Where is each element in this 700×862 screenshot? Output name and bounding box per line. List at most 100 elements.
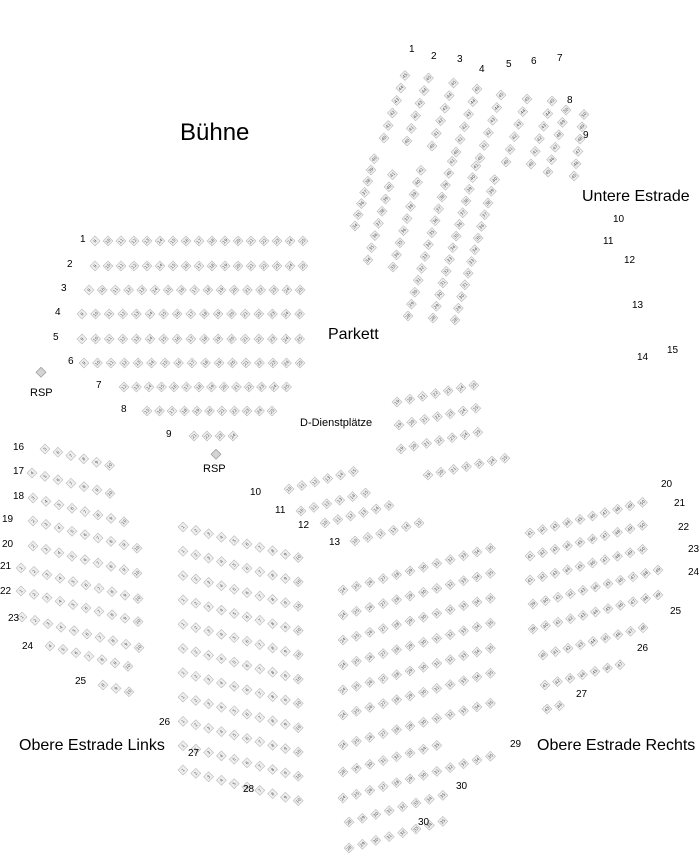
seat[interactable]: 33 <box>458 650 469 662</box>
seat[interactable]: 21 <box>242 284 253 296</box>
seat[interactable]: 32 <box>444 554 456 565</box>
seat[interactable]: 4 <box>40 496 52 507</box>
seat[interactable]: 7 <box>254 663 266 675</box>
seat[interactable]: 33 <box>458 575 469 587</box>
seat[interactable]: 39 <box>463 183 475 195</box>
seat[interactable]: 4 <box>26 467 38 479</box>
seat[interactable]: 41 <box>539 679 551 691</box>
seat[interactable]: 5 <box>228 705 240 717</box>
seat[interactable]: 15 <box>162 284 174 296</box>
seat[interactable]: 10 <box>292 625 304 636</box>
seat[interactable]: 24 <box>284 235 296 247</box>
seat[interactable]: 3 <box>203 528 214 540</box>
seat[interactable]: 43 <box>463 108 474 120</box>
seat[interactable]: 50 <box>637 544 648 555</box>
seat[interactable]: 1 <box>177 545 189 557</box>
seat[interactable]: 21 <box>419 414 430 425</box>
seat[interactable]: 24 <box>337 684 349 696</box>
seat[interactable]: 33 <box>458 675 469 687</box>
seat[interactable]: 45 <box>574 561 586 572</box>
seat[interactable]: 12 <box>309 476 321 488</box>
seat[interactable]: 12 <box>128 235 140 247</box>
seat[interactable]: 49 <box>624 547 636 559</box>
seat[interactable]: 20 <box>218 381 230 393</box>
seat[interactable]: 22 <box>430 388 441 399</box>
seat[interactable]: 46 <box>587 533 598 545</box>
seat[interactable]: 10 <box>292 552 304 563</box>
seat[interactable]: 30 <box>456 291 467 302</box>
seat[interactable]: 48 <box>553 129 565 141</box>
seat[interactable]: 42 <box>552 676 563 687</box>
seat[interactable]: 47 <box>599 554 611 565</box>
seat[interactable]: 28 <box>337 766 349 778</box>
seat[interactable]: 43 <box>513 118 524 130</box>
seat[interactable]: 19 <box>206 381 217 393</box>
seat[interactable]: 31 <box>431 583 443 594</box>
seat[interactable]: 30 <box>418 561 429 573</box>
seat[interactable]: 14 <box>335 469 346 481</box>
seat[interactable]: 4 <box>216 629 227 640</box>
seat[interactable]: 7 <box>254 785 266 796</box>
seat[interactable]: 47 <box>625 625 636 637</box>
seat[interactable]: 6 <box>241 757 253 769</box>
seat[interactable]: 37 <box>373 218 384 229</box>
seat[interactable]: 10 <box>132 593 144 604</box>
seat[interactable]: 12 <box>128 260 140 272</box>
seat[interactable]: 25 <box>351 580 362 592</box>
seat[interactable]: 8 <box>106 586 118 598</box>
seat[interactable]: 26 <box>364 732 376 743</box>
seat[interactable]: 26 <box>364 577 376 588</box>
seat[interactable]: 45 <box>602 603 614 614</box>
seat[interactable]: 41 <box>430 128 442 139</box>
seat[interactable]: 12 <box>117 308 129 320</box>
seat[interactable]: 3 <box>203 577 214 588</box>
seat[interactable]: 32 <box>444 709 456 720</box>
seat[interactable]: 6 <box>241 538 253 550</box>
seat[interactable]: 21 <box>239 308 251 320</box>
seat[interactable]: 6 <box>241 708 253 720</box>
seat[interactable]: 15 <box>360 487 371 499</box>
seat[interactable]: 22 <box>258 260 270 272</box>
seat[interactable]: 9 <box>280 791 291 803</box>
seat[interactable]: 11 <box>308 502 320 513</box>
seat[interactable]: 23 <box>442 385 454 397</box>
seat[interactable]: 42 <box>537 571 548 582</box>
seat[interactable]: 11 <box>105 357 117 369</box>
seat[interactable]: 32 <box>416 263 427 274</box>
seat[interactable]: 9 <box>78 357 90 369</box>
seat[interactable]: 14 <box>154 235 166 247</box>
seat[interactable]: 45 <box>495 89 507 101</box>
seat[interactable]: 4 <box>216 701 227 713</box>
seat[interactable]: 36 <box>476 221 487 232</box>
seat[interactable]: 7 <box>92 532 104 544</box>
seat[interactable]: 35 <box>426 227 438 239</box>
seat[interactable]: 45 <box>471 83 483 95</box>
seat[interactable]: 24 <box>268 381 280 393</box>
seat[interactable]: 43 <box>549 543 561 555</box>
seat[interactable]: 25 <box>351 705 362 717</box>
seat[interactable]: 8 <box>267 642 278 654</box>
seat[interactable]: 27 <box>377 673 389 684</box>
seat[interactable]: 35 <box>394 237 406 249</box>
seat[interactable]: 6 <box>81 628 93 640</box>
seat[interactable]: 18 <box>200 357 211 369</box>
seat[interactable]: 3 <box>203 698 214 710</box>
seat[interactable]: 46 <box>587 510 598 522</box>
seat[interactable]: 9 <box>280 597 291 609</box>
seat[interactable]: 10 <box>131 567 143 579</box>
seat[interactable]: 6 <box>52 446 64 458</box>
seat[interactable]: 1 <box>177 618 189 630</box>
seat[interactable]: 43 <box>541 703 553 715</box>
seat[interactable]: 3 <box>41 592 53 604</box>
seat[interactable]: 33 <box>458 758 469 770</box>
seat[interactable]: 2 <box>190 646 202 658</box>
seat[interactable]: 9 <box>110 683 122 694</box>
seat[interactable]: 9 <box>280 548 291 560</box>
seat[interactable]: 25 <box>351 735 362 747</box>
seat[interactable]: 2 <box>190 743 202 755</box>
seat[interactable]: 16 <box>171 333 183 345</box>
seat[interactable]: 20 <box>226 333 237 345</box>
seat[interactable]: 40 <box>412 176 423 188</box>
seat[interactable]: 30 <box>418 586 429 598</box>
seat[interactable]: 39 <box>440 179 451 191</box>
